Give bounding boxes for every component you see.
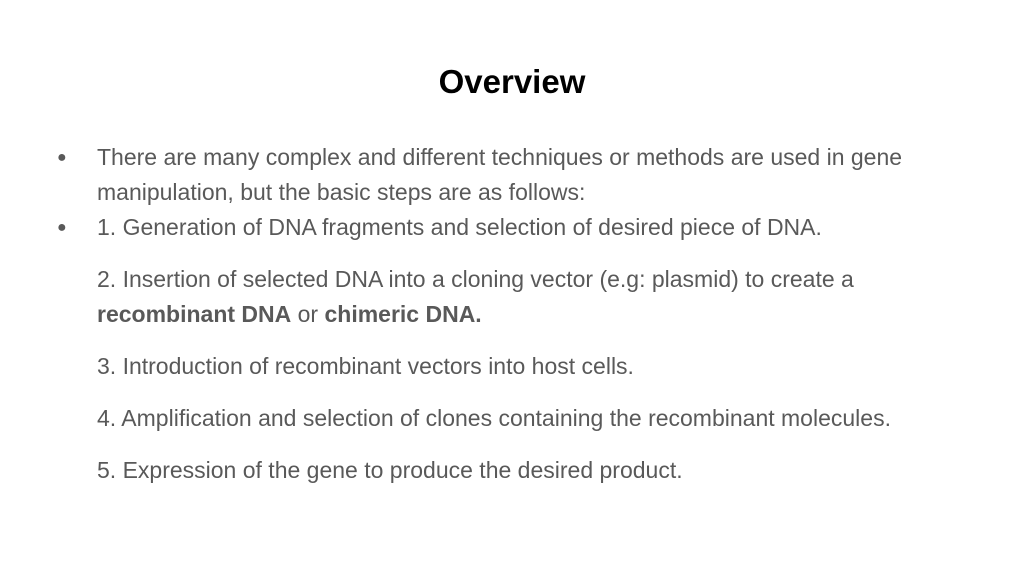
- list-item-text: 1. Generation of DNA fragments and selec…: [97, 214, 822, 240]
- list-item-step-4: 4. Amplification and selection of clones…: [97, 401, 977, 436]
- list-item-intro: ● There are many complex and different t…: [57, 140, 977, 210]
- term-chimeric-dna: chimeric DNA.: [324, 301, 482, 327]
- list-item-text: There are many complex and different tec…: [97, 144, 903, 205]
- list-item-text: 2. Insertion of selected DNA into a clon…: [97, 266, 854, 292]
- slide-body: ● There are many complex and different t…: [57, 140, 977, 488]
- list-item-text: or: [291, 301, 325, 327]
- list-item-step-1: ● 1. Generation of DNA fragments and sel…: [57, 210, 977, 245]
- term-recombinant-dna: recombinant DNA: [97, 301, 292, 327]
- list-item-text: 3. Introduction of recombinant vectors i…: [97, 353, 634, 379]
- bullet-icon: ●: [57, 219, 67, 236]
- slide-title: Overview: [438, 63, 586, 100]
- list-item-step-3: 3. Introduction of recombinant vectors i…: [97, 349, 977, 384]
- list-item-text: 5. Expression of the gene to produce the…: [97, 457, 683, 483]
- list-item-step-2: 2. Insertion of selected DNA into a clon…: [97, 262, 977, 332]
- list-item-step-5: 5. Expression of the gene to produce the…: [97, 453, 977, 488]
- list-item-text: 4. Amplification and selection of clones…: [97, 405, 891, 431]
- bullet-icon: ●: [57, 149, 67, 166]
